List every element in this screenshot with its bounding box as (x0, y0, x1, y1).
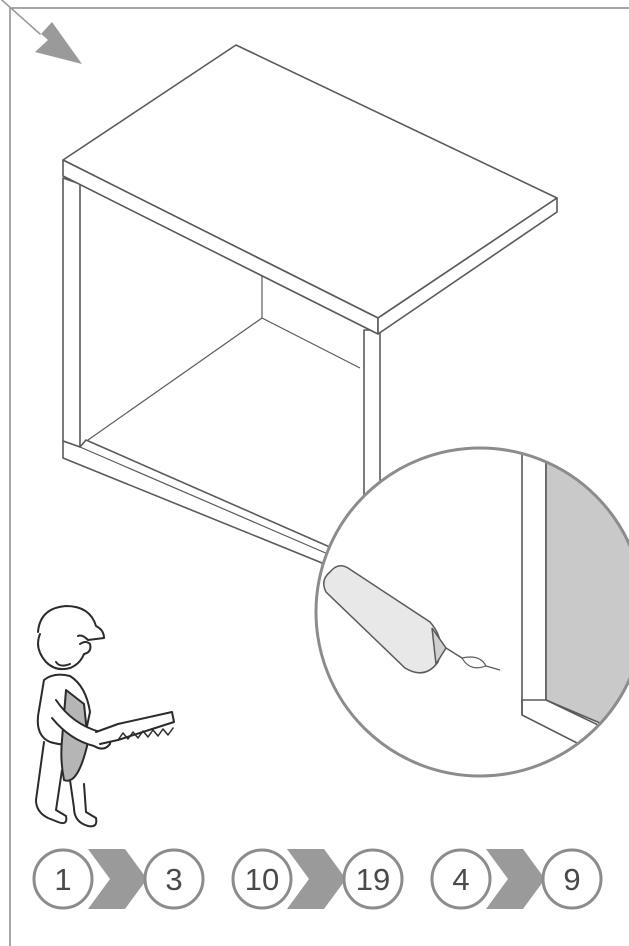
step-from-badge (231, 848, 293, 910)
step-to-number: 3 (165, 862, 182, 897)
step-from-number: 10 (245, 862, 279, 897)
step-to-badge (143, 848, 205, 910)
page-border (9, 7, 629, 946)
glue-tube-icon (323, 565, 501, 674)
step-to-badge (342, 848, 404, 910)
cabinet-illustration (62, 44, 558, 581)
step-from-badge (430, 848, 492, 910)
worker-with-saw-icon (35, 605, 175, 828)
detail-zoom-circle (314, 446, 629, 778)
pointer-arrow-icon (0, 0, 82, 64)
step-from-number: 1 (54, 862, 71, 897)
step-arrow-icon (486, 849, 545, 909)
step-to-number: 9 (563, 862, 580, 897)
step-from-number: 4 (452, 862, 469, 897)
step-arrow-icon (88, 849, 147, 909)
step-sequence: 10 19 (231, 848, 404, 910)
step-to-badge (541, 848, 603, 910)
step-to-number: 19 (356, 862, 390, 897)
step-from-badge (32, 848, 94, 910)
step-arrow-icon (287, 849, 346, 909)
